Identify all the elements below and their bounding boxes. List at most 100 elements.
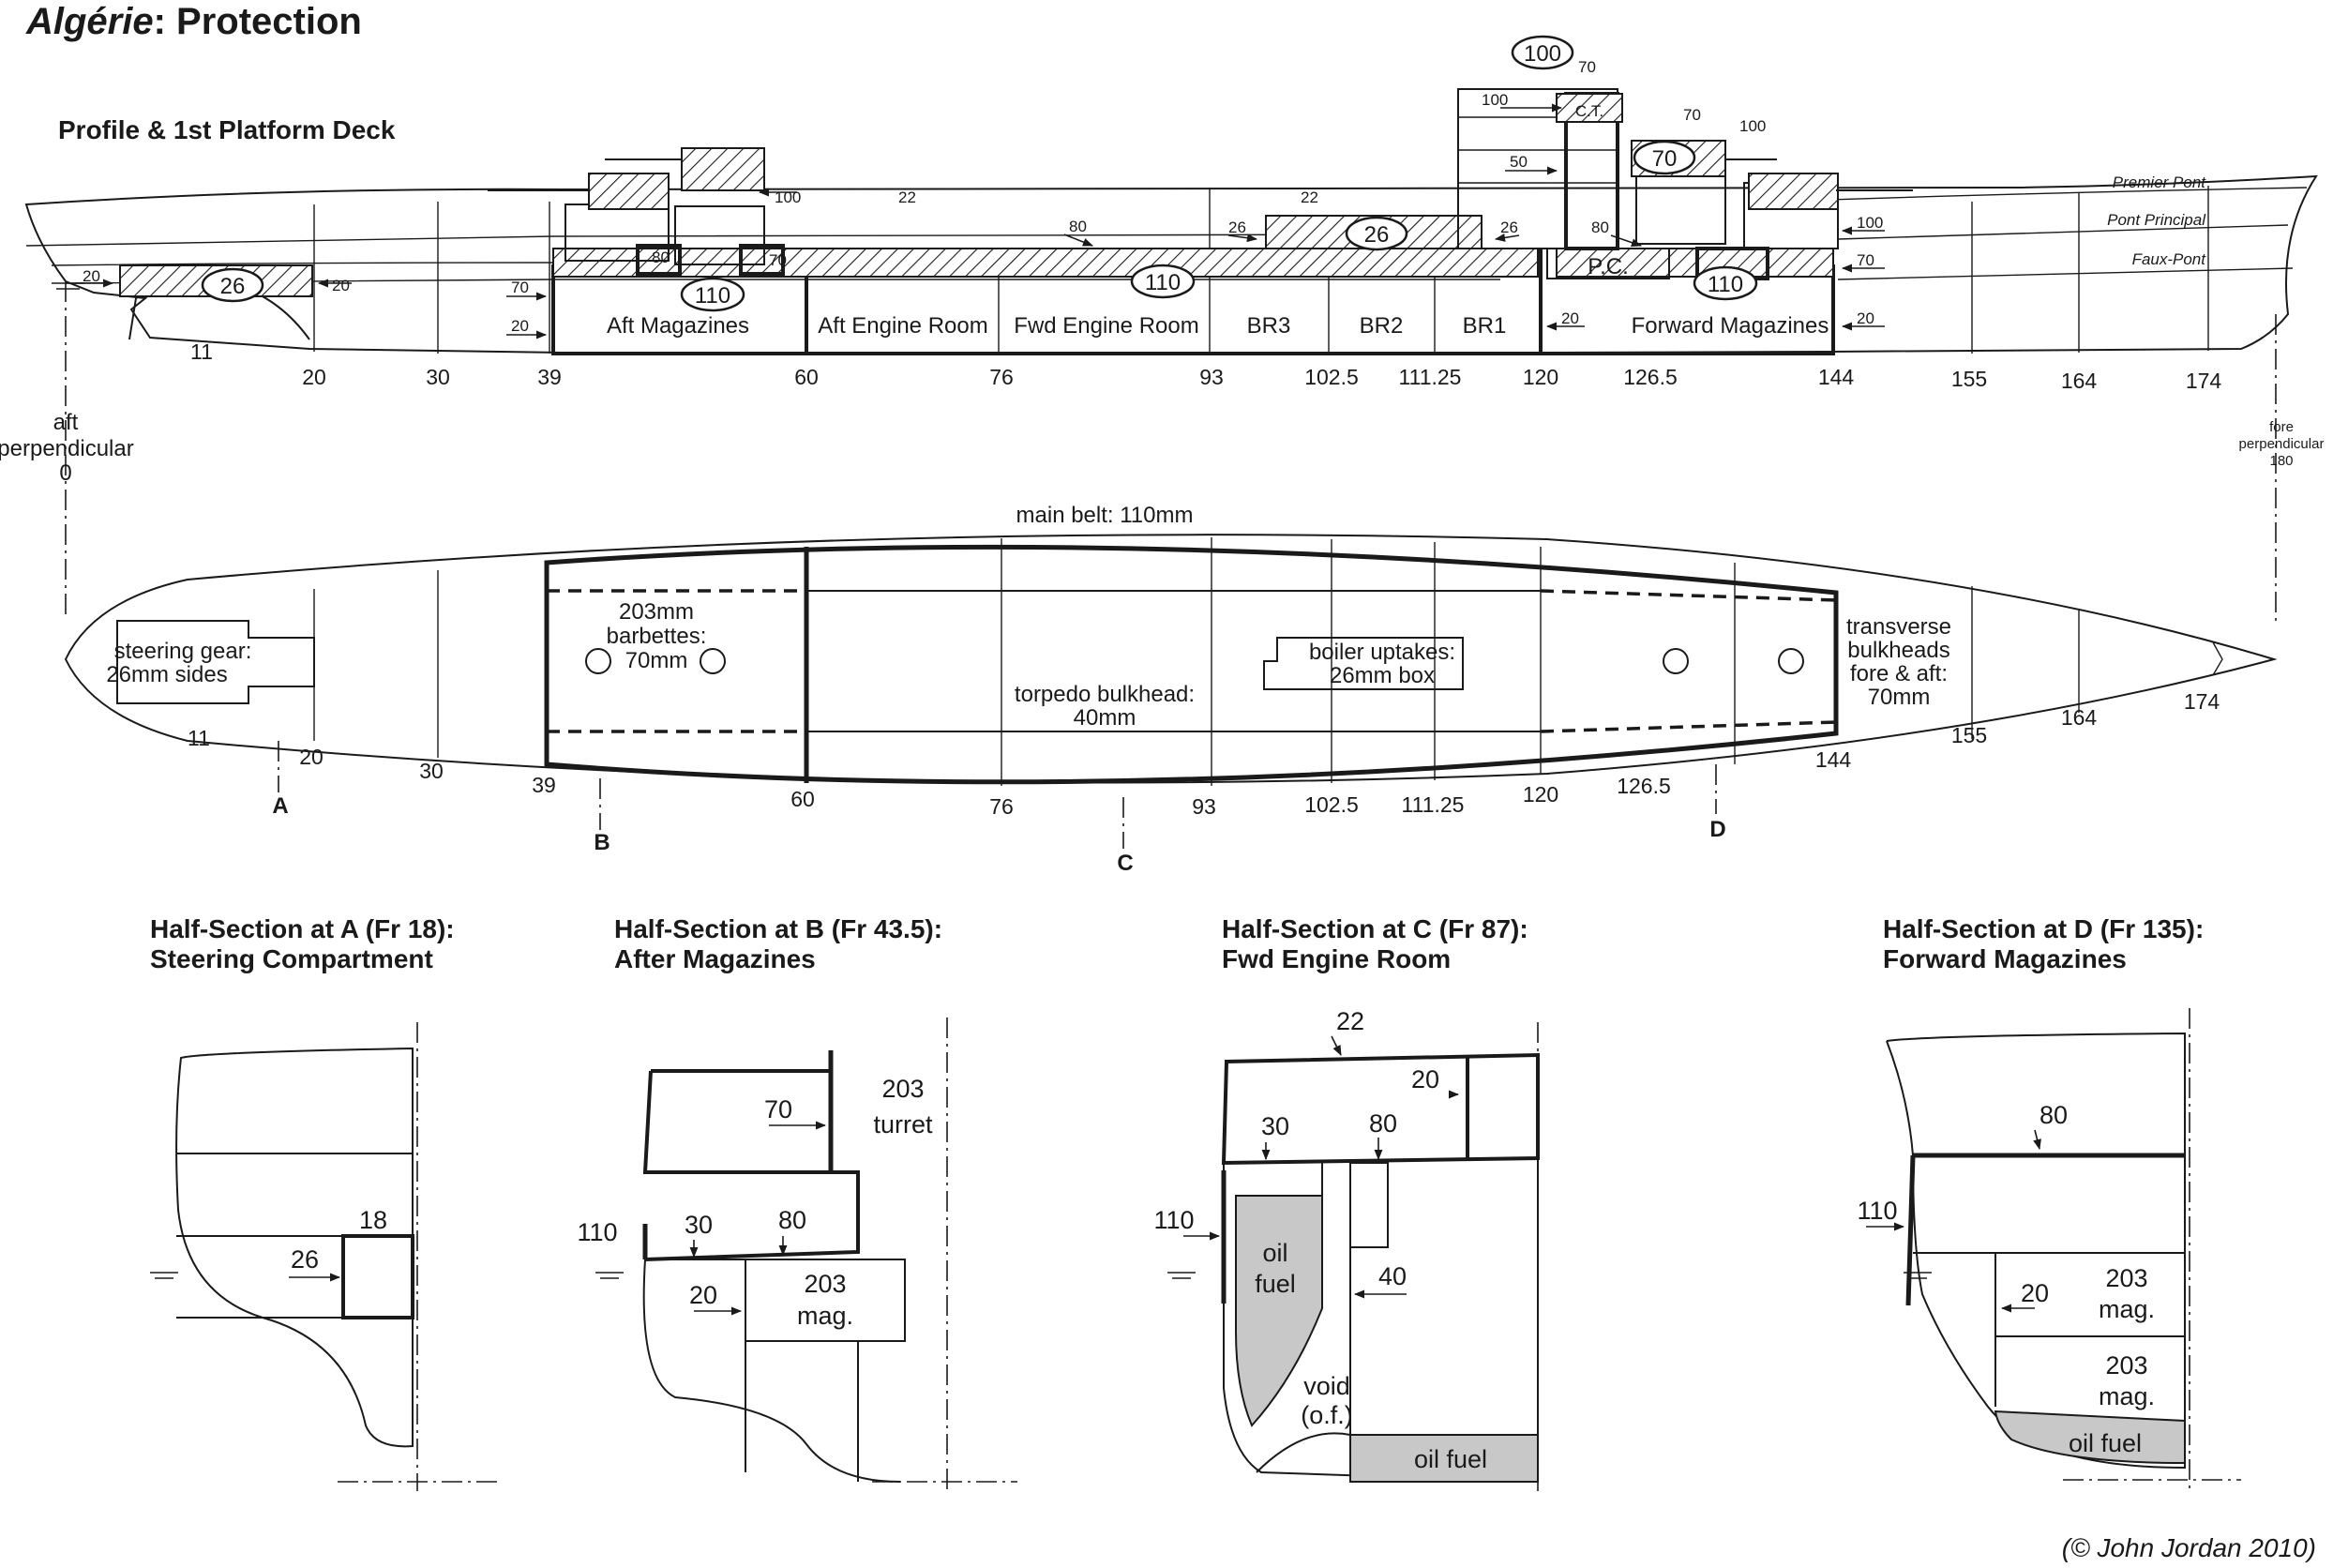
compartment-label: Aft Engine Room [818,313,987,339]
compartment-label: BR1 [1463,313,1507,339]
section-d-label: mag. [2099,1382,2155,1410]
frame-number: 30 [419,759,444,783]
section-c-label: oil [1262,1239,1287,1267]
section-d: Half-Section at D (Fr 135): Forward Maga… [1857,914,2241,1491]
frame-number: 11 [188,726,210,750]
aft-perpendicular-label: aft [53,410,79,435]
section-d-label: 110 [1857,1197,1897,1225]
transverse-label: transverse [1846,614,1951,640]
section-b-label: 110 [577,1218,617,1246]
compartment-label: Forward Magazines [1632,313,1829,339]
oval-label: 110 [695,283,730,309]
section-b-label: 203 [881,1075,924,1103]
section-c-label: 22 [1336,1007,1364,1035]
barbettes-label: 203mm [619,599,694,625]
frame-number: 174 [2184,689,2220,714]
section-title: Half-Section at D (Fr 135): [1883,914,2204,943]
aft-perpendicular-label: 0 [59,460,71,486]
section-d-label: 203 [2105,1264,2147,1292]
frame-number: 20 [302,365,326,389]
section-title: After Magazines [614,944,816,973]
torpedo-bulkhead-label: torpedo bulkhead: [1015,682,1195,707]
section-d-label: 203 [2105,1351,2147,1380]
section-c: Half-Section at C (Fr 87): Fwd Engine Ro… [1153,914,1540,1491]
frame-number: 30 [426,365,450,389]
section-title: Half-Section at A (Fr 18): [150,914,455,943]
ct-label: C.T. [1575,102,1603,120]
frame-number: 102.5 [1304,792,1359,817]
section-b-label: 80 [778,1206,806,1234]
section-b-label: mag. [797,1302,853,1330]
page-title: Algérie: Protection [25,1,362,42]
frame-number: 144 [1815,747,1852,772]
thickness-label: 20 [83,267,100,285]
compartment-label: BR2 [1360,313,1404,339]
section-a-label: 18 [359,1206,387,1234]
frame-number: 20 [299,745,324,769]
section-d-label: 80 [2039,1101,2068,1129]
thickness-label: 20 [1561,309,1579,327]
thickness-label: 80 [652,249,670,266]
section-c-label: (o.f.) [1301,1401,1353,1429]
torpedo-bulkhead-label: 40mm [1074,705,1136,731]
section-b-label: 70 [764,1095,792,1123]
section-mark: D [1709,817,1725,842]
frame-number: 39 [532,773,556,797]
frame-number: 76 [989,365,1014,389]
copyright: (© John Jordan 2010) [2062,1533,2316,1562]
section-title: Forward Magazines [1883,944,2127,973]
section-mark: C [1117,851,1133,876]
section-b-label: turret [873,1110,933,1138]
frame-number: 93 [1192,794,1216,819]
boiler-uptakes-label: 26mm box [1330,663,1435,688]
frame-number: 144 [1818,365,1855,389]
frame-number: 155 [1951,367,1987,391]
profile-view: 26 110 110 26 110 70 100 P.C. C.T. Aft M… [0,35,2325,624]
frame-number: 93 [1199,365,1224,389]
section-c-label: 110 [1153,1206,1194,1234]
section-d-label: mag. [2099,1295,2155,1323]
aft-perpendicular-label: perpendicular [0,436,134,461]
thickness-label: 22 [1301,188,1318,206]
section-b-label: 20 [689,1281,717,1309]
section-b-label: 203 [804,1270,846,1298]
thickness-label: 50 [1510,153,1528,171]
section-c-label: 40 [1378,1262,1407,1290]
fore-perpendicular-label: perpendicular [2239,436,2325,452]
section-title: Half-Section at C (Fr 87): [1222,914,1528,943]
thickness-label: 20 [332,277,350,294]
section-b-label: 30 [685,1211,713,1239]
transverse-label: fore & aft: [1850,661,1948,686]
frame-number: 126.5 [1623,365,1678,389]
oval-label: 110 [1145,270,1181,295]
section-a-label: 26 [291,1245,319,1274]
oval-label: 26 [220,274,246,299]
thickness-label: 70 [1857,251,1874,269]
section-title: Steering Compartment [150,944,433,973]
section-b: Half-Section at B (Fr 43.5): After Magaz… [577,914,1017,1491]
armour-deck-hatch [552,248,1539,278]
section-c-label: 30 [1261,1112,1289,1140]
steering-label: 26mm sides [106,662,227,687]
transverse-label: 70mm [1868,685,1931,710]
frame-number: 174 [2186,369,2222,393]
frame-number: 120 [1523,782,1558,807]
frame-number: 111.25 [1402,792,1465,817]
oval-label: 100 [1524,41,1561,67]
thickness-label: 70 [1683,106,1701,124]
frame-number: 126.5 [1617,774,1671,798]
oval-label: 70 [1652,146,1678,172]
thickness-label: 80 [1069,218,1087,235]
frame-number: 39 [537,365,562,389]
frame-number: 60 [790,787,815,811]
section-title: Fwd Engine Room [1222,944,1451,973]
frame-number: 102.5 [1304,365,1359,389]
thickness-label: 26 [1228,219,1246,236]
section-c-label: 20 [1411,1065,1439,1093]
thickness-label: 20 [511,317,529,335]
transverse-label: bulkheads [1847,638,1949,663]
frame-number: 76 [989,794,1014,819]
thickness-label: 100 [775,188,801,206]
thickness-label: 22 [898,188,916,206]
section-c-label: oil fuel [1414,1445,1487,1473]
